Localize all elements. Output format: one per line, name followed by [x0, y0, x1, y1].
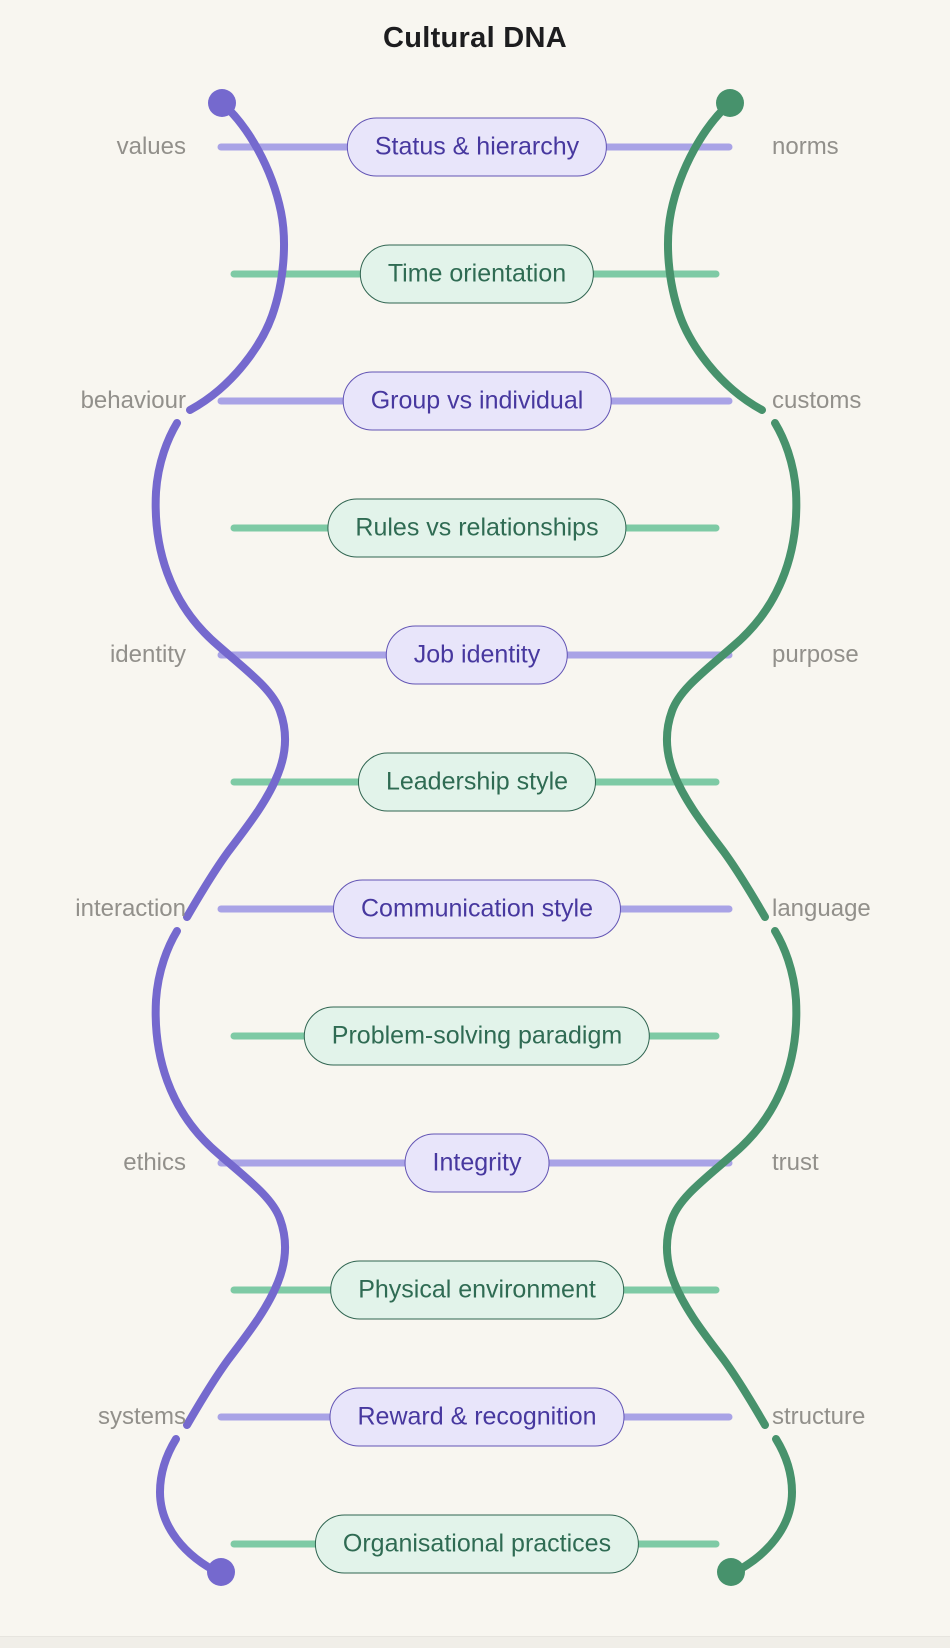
purple-strand-bottom-dot	[207, 1558, 235, 1586]
side-label-language: language	[772, 895, 871, 922]
pill-status-hierarchy: Status & hierarchy	[346, 117, 608, 177]
green-strand-bottom-dot	[717, 1558, 745, 1586]
side-label-customs: customs	[772, 387, 862, 414]
side-label-purpose: purpose	[772, 641, 859, 668]
side-label-norms: norms	[772, 133, 839, 160]
pill-job-identity: Job identity	[385, 625, 569, 685]
pill-communication-style: Communication style	[332, 879, 622, 939]
green-strand-top-dot	[716, 89, 744, 117]
purple-strand-segment-3	[151, 927, 290, 1429]
diagram-title: Cultural DNA	[382, 22, 568, 54]
side-label-systems: systems	[97, 1403, 186, 1430]
green-strand	[662, 89, 801, 1586]
green-strand-segment-4	[727, 1435, 797, 1578]
pill-time-orientation: Time orientation	[359, 244, 595, 304]
green-strand-segment-1	[664, 99, 766, 414]
side-label-behaviour: behaviour	[80, 387, 186, 414]
green-strand-segment-3	[662, 927, 801, 1429]
pill-group-vs-individual: Group vs individual	[342, 371, 612, 431]
pill-integrity: Integrity	[404, 1133, 550, 1193]
pill-rules-vs-relationships: Rules vs relationships	[327, 498, 627, 558]
pill-organisational-practices: Organisational practices	[314, 1514, 640, 1574]
side-label-ethics: ethics	[123, 1149, 186, 1176]
side-label-identity: identity	[109, 641, 186, 668]
purple-strand-segment-4	[155, 1435, 225, 1578]
pill-leadership-style: Leadership style	[357, 752, 597, 812]
green-strand-segment-2	[662, 419, 801, 921]
purple-strand-segment-2	[151, 419, 290, 921]
side-label-structure: structure	[772, 1403, 866, 1430]
pill-physical-environment: Physical environment	[330, 1260, 624, 1320]
purple-strand-segment-1	[186, 99, 288, 414]
purple-strand-top-dot	[208, 89, 236, 117]
side-label-interaction: interaction	[75, 895, 186, 922]
bottom-edge-strip	[0, 1636, 950, 1648]
pill-reward-recognition: Reward & recognition	[329, 1387, 625, 1447]
side-label-values: values	[116, 133, 186, 160]
purple-strand	[151, 89, 290, 1586]
rung-lines	[217, 143, 733, 1548]
pill-problem-solving-paradigm: Problem-solving paradigm	[303, 1006, 651, 1066]
side-label-trust: trust	[772, 1149, 819, 1176]
